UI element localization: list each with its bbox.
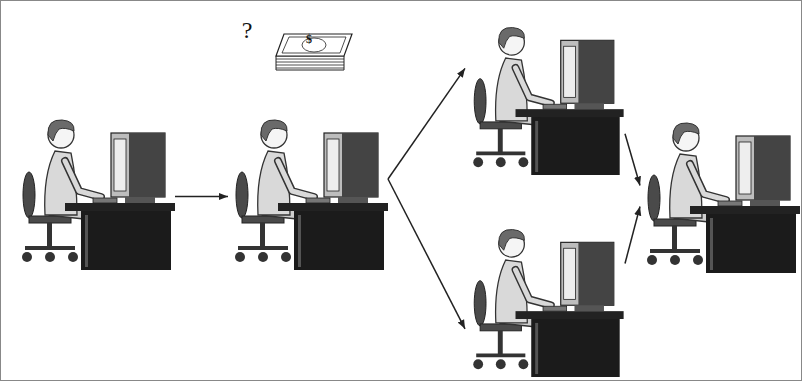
person-at-computer: [465, 3, 625, 175]
flow-arrow: [388, 179, 465, 329]
person-at-computer: [15, 95, 175, 270]
flow-arrow: [625, 134, 640, 186]
person-at-computer: [228, 95, 388, 270]
dollar-sign: $: [306, 33, 312, 45]
workstation-figure: [228, 95, 388, 270]
flow-arrow: [388, 68, 465, 179]
flow-arrow: [175, 196, 228, 198]
flow-arrow: [625, 207, 640, 264]
person-at-computer: [465, 205, 625, 377]
workstation-figure: [640, 98, 800, 273]
workstation-figure: [465, 205, 625, 377]
workstation-figure: [465, 3, 625, 175]
workstation-figure: [15, 95, 175, 270]
money-stack: [276, 34, 352, 70]
person-at-computer: [640, 98, 800, 273]
question-mark: ?: [242, 18, 253, 42]
